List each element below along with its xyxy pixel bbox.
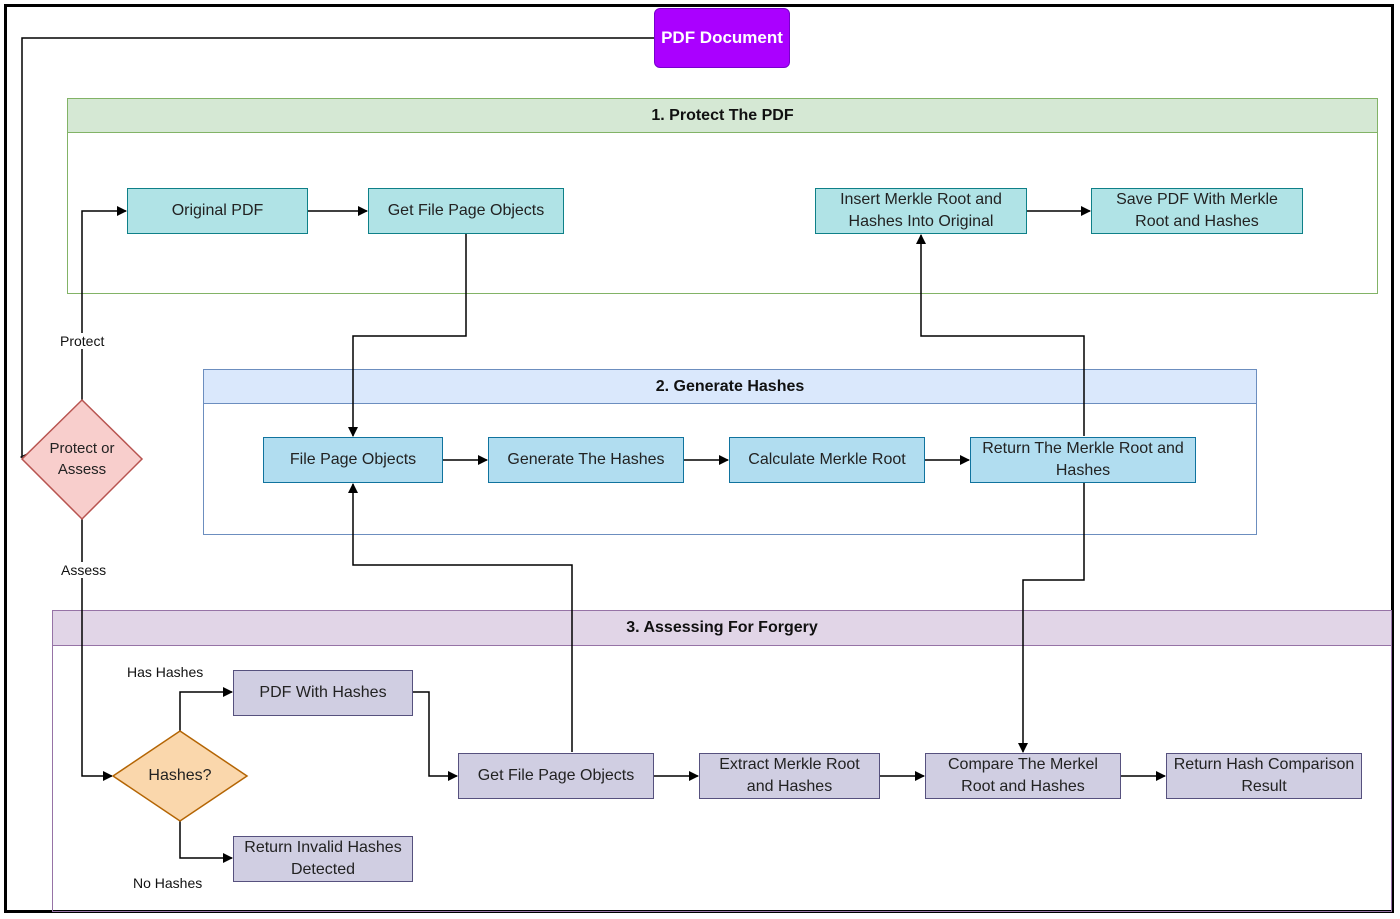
edge-hashes-to-invalid <box>179 821 233 863</box>
edge-hashes-to-pdf <box>179 687 233 731</box>
decision-hashes-shape <box>111 730 249 822</box>
edge-label-has-hashes: Has Hashes <box>125 664 206 680</box>
edge-get-to-file-page <box>348 234 467 437</box>
node-get-file-page-objects-1: Get File Page Objects <box>368 188 564 234</box>
edge-assess <box>81 519 113 781</box>
node-compare-merkel-root: Compare The Merkel Root and Hashes <box>925 753 1121 799</box>
edge-return-to-insert <box>916 234 1085 436</box>
group-assessing-for-forgery: 3. Assessing For Forgery <box>52 610 1392 912</box>
pdf-document-start: PDF Document <box>654 8 790 68</box>
node-original-pdf: Original PDF <box>127 188 308 234</box>
node-pdf-with-hashes: PDF With Hashes <box>233 670 413 716</box>
node-extract-merkle-root: Extract Merkle Root and Hashes <box>699 753 880 799</box>
node-save-pdf: Save PDF With Merkle Root and Hashes <box>1091 188 1303 234</box>
node-calculate-merkle-root: Calculate Merkle Root <box>729 437 925 483</box>
group-protect-the-pdf: 1. Protect The PDF <box>67 98 1378 294</box>
edge-pdf-to-get <box>413 691 458 781</box>
group-protect-title: 1. Protect The PDF <box>68 99 1377 133</box>
edge-pdf-to-decision <box>22 37 654 457</box>
edge-label-assess: Assess <box>59 562 109 578</box>
edge-protect <box>81 206 127 400</box>
edge-label-protect: Protect <box>58 333 107 349</box>
node-return-hash-comparison: Return Hash Comparison Result <box>1166 753 1362 799</box>
edge-return-to-compare <box>1018 483 1085 753</box>
node-generate-hashes: Generate The Hashes <box>488 437 684 483</box>
decision-protect-or-assess: Protect or Assess <box>49 440 115 478</box>
decision-protect-or-assess-shape <box>20 398 144 521</box>
node-insert-merkle-root: Insert Merkle Root and Hashes Into Origi… <box>815 188 1027 234</box>
edge-label-no-hashes: No Hashes <box>131 875 205 891</box>
group-generate-hashes: 2. Generate Hashes <box>203 369 1257 535</box>
decision-hashes: Hashes? <box>148 767 212 784</box>
edge-get-to-file-objects <box>348 483 573 752</box>
node-file-page-objects: File Page Objects <box>263 437 443 483</box>
node-return-invalid: Return Invalid Hashes Detected <box>233 836 413 882</box>
group-generate-title: 2. Generate Hashes <box>204 370 1256 404</box>
node-return-merkle-root: Return The Merkle Root and Hashes <box>970 437 1196 483</box>
group-assess-title: 3. Assessing For Forgery <box>53 611 1391 646</box>
node-get-file-page-objects-3: Get File Page Objects <box>458 753 654 799</box>
